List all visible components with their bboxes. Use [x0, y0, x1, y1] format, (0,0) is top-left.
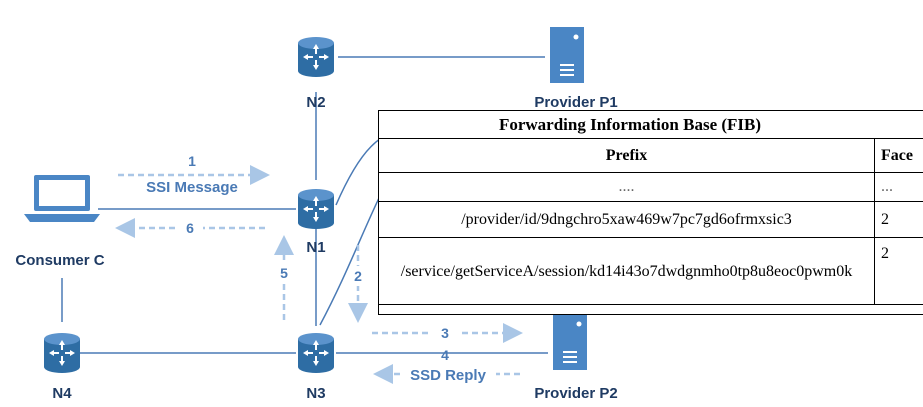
fib-header-row: Prefix Face	[379, 139, 923, 173]
label-provider-p1: Provider P1	[534, 94, 617, 111]
step-3-label: 3	[441, 325, 449, 341]
laptop-icon[interactable]	[24, 175, 100, 222]
fib-cell-prefix: /provider/id/9dngchro5xaw469w7pc7gd6ofrm…	[379, 201, 875, 238]
label-n4: N4	[52, 385, 72, 402]
fib-title: Forwarding Information Base (FIB)	[379, 111, 923, 139]
label-n3: N3	[306, 385, 325, 402]
fib-cell-face: ...	[874, 172, 923, 202]
label-n1: N1	[306, 239, 325, 256]
fib-cell-prefix: ....	[379, 172, 875, 202]
step-1-label: 1	[188, 153, 196, 169]
server-provider-p2[interactable]	[552, 313, 588, 371]
label-consumer: Consumer C	[15, 252, 104, 269]
step-6-label: 6	[186, 220, 194, 236]
label-provider-p2: Provider P2	[534, 385, 617, 402]
fib-header-prefix: Prefix	[379, 139, 875, 173]
server-provider-p1[interactable]	[549, 26, 585, 84]
fib-table-panel: Forwarding Information Base (FIB) Prefix…	[378, 110, 923, 315]
table-row: /provider/id/9dngchro5xaw469w7pc7gd6ofrm…	[379, 201, 923, 238]
ssd-reply-label: SSD Reply	[410, 367, 487, 384]
fib-header-face: Face	[874, 139, 923, 173]
ssi-message-label: SSI Message	[146, 179, 238, 196]
fib-table: Prefix Face .... ... /provider/id/9dngch…	[379, 139, 923, 305]
fib-cell-face: 2	[874, 237, 923, 305]
router-n4[interactable]	[43, 332, 81, 374]
fib-cell-face: 2	[874, 201, 923, 238]
step-5-label: 5	[280, 265, 288, 281]
table-row: /service/getServiceA/session/kd14i43o7dw…	[379, 237, 923, 305]
label-n2: N2	[306, 94, 325, 111]
label-backgrounds	[177, 219, 496, 383]
step-2-label: 2	[354, 268, 362, 284]
fib-cell-prefix: /service/getServiceA/session/kd14i43o7dw…	[379, 237, 875, 305]
router-n3[interactable]	[297, 332, 335, 374]
step-4-label: 4	[441, 347, 449, 363]
router-n1[interactable]	[297, 188, 335, 230]
router-n2[interactable]	[297, 36, 335, 78]
table-row: .... ...	[379, 172, 923, 202]
